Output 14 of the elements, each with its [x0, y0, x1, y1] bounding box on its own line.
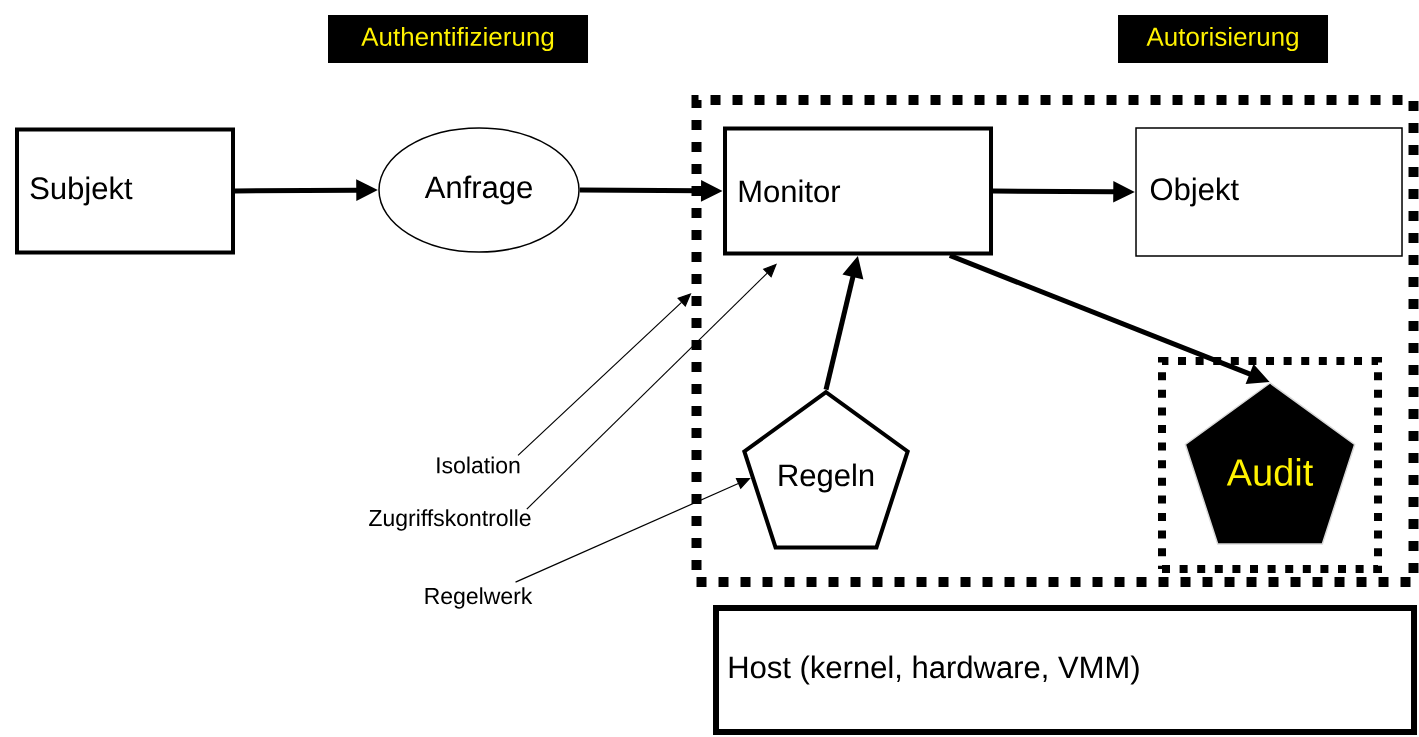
- heading-label: Autorisierung: [1118, 15, 1328, 63]
- process-box: Objekt: [1135, 127, 1403, 257]
- process-box: Subjekt: [15, 127, 235, 255]
- dotted-boundary: [1158, 357, 1382, 573]
- audit-pentagon: Audit: [1184, 382, 1356, 545]
- dotted-boundary: [691, 95, 1419, 587]
- annotation-text: Regelwerk: [425, 587, 533, 609]
- arrow: [526, 263, 777, 510]
- annotation-text: Isolation: [437, 456, 520, 474]
- process-box: Host (kernel, hardware, VMM): [713, 605, 1417, 735]
- heading-label: Authentifizierung: [328, 15, 588, 63]
- annotation-text: Zugriffskontrolle: [369, 509, 531, 531]
- arrow: [514, 478, 751, 583]
- process-box: Monitor: [723, 126, 993, 256]
